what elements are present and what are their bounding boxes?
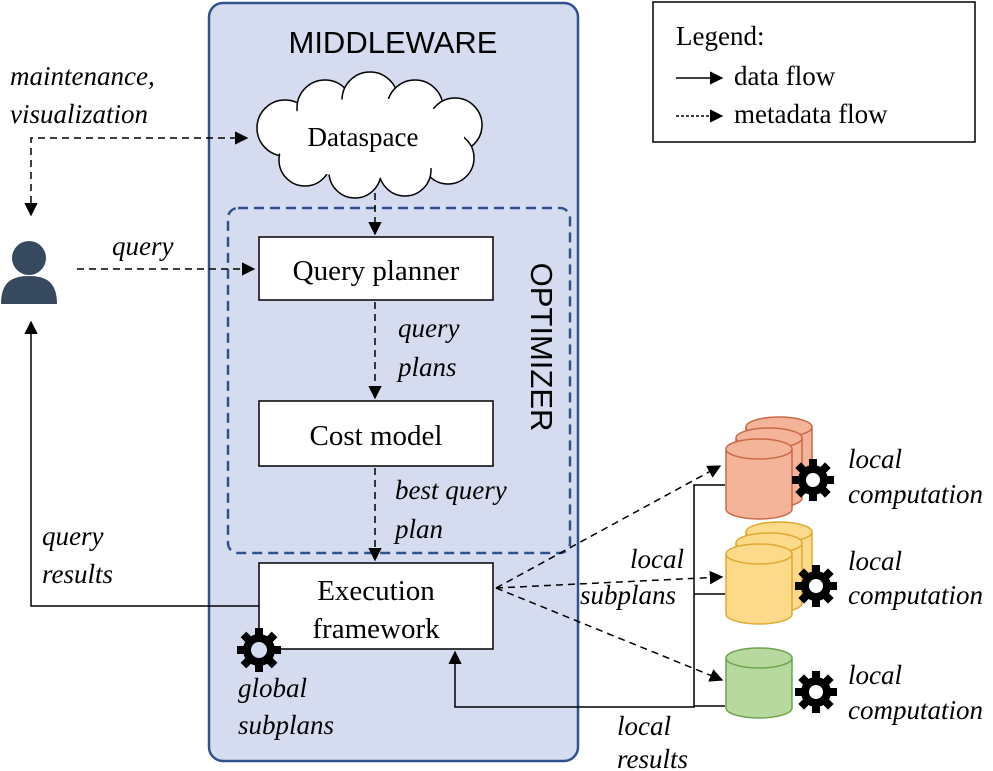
middleware-title: MIDDLEWARE — [289, 25, 498, 60]
local-subplans-label-2: subplans — [580, 580, 676, 610]
query-label: query — [112, 231, 173, 261]
query-plans-label-1: query — [398, 313, 459, 343]
legend-title: Legend: — [676, 21, 764, 51]
cost-model-box — [258, 400, 494, 467]
global-subplans-label-1: global — [238, 673, 307, 703]
local-computation-label-1a: local — [848, 444, 902, 474]
dataspace-cloud: Dataspace — [256, 71, 483, 199]
user-icon — [1, 241, 57, 304]
visualization-label: visualization — [10, 99, 148, 129]
global-gear-icon — [237, 628, 281, 672]
maintenance-label: maintenance, — [10, 61, 155, 91]
local-gear-icon-2 — [795, 565, 837, 607]
query-planner-label: Query planner — [293, 255, 460, 287]
local-gear-icon-3 — [795, 671, 837, 713]
local-results-label-1: local — [617, 711, 671, 741]
optimizer-box — [226, 206, 572, 555]
dataspace-label: Dataspace — [308, 122, 419, 152]
db-green — [725, 647, 793, 719]
best-plan-label-1: best query — [395, 475, 507, 505]
execution-label-line2: framework — [312, 613, 440, 645]
query-results-arrow — [24, 320, 259, 607]
query-planner-box — [258, 236, 494, 301]
local-subplan-arrow-1 — [495, 465, 722, 589]
local-subplans-label-1: local — [630, 544, 684, 574]
local-gear-icon-1 — [792, 459, 834, 501]
optimizer-title: OPTIMIZER — [524, 263, 559, 432]
execution-framework-box — [258, 562, 494, 650]
legend-box — [652, 1, 976, 143]
local-computation-label-1b: computation — [848, 479, 983, 509]
local-results-label-2: results — [617, 744, 688, 771]
local-computation-label-2a: local — [848, 546, 902, 576]
maintenance-arrow — [24, 131, 249, 217]
legend-metadata-flow-label: metadata flow — [734, 99, 888, 129]
query-results-label-1: query — [42, 521, 103, 551]
query-plans-label-2: plans — [396, 352, 457, 382]
local-computation-label-3b: computation — [848, 695, 983, 725]
execution-label-line1: Execution — [317, 575, 435, 607]
local-results-bus — [448, 484, 725, 708]
query-results-label-2: results — [42, 559, 113, 589]
legend-data-flow-label: data flow — [734, 61, 836, 91]
local-subplan-arrow-3 — [495, 587, 724, 682]
best-plan-label-2: plan — [393, 514, 443, 544]
local-computation-label-2b: computation — [848, 580, 983, 610]
db-stack-yellow — [725, 521, 813, 625]
global-subplans-label-2: subplans — [238, 710, 334, 740]
local-computation-label-3a: local — [848, 660, 902, 690]
local-subplan-arrow-2 — [495, 570, 724, 589]
cost-model-label: Cost model — [310, 420, 443, 452]
